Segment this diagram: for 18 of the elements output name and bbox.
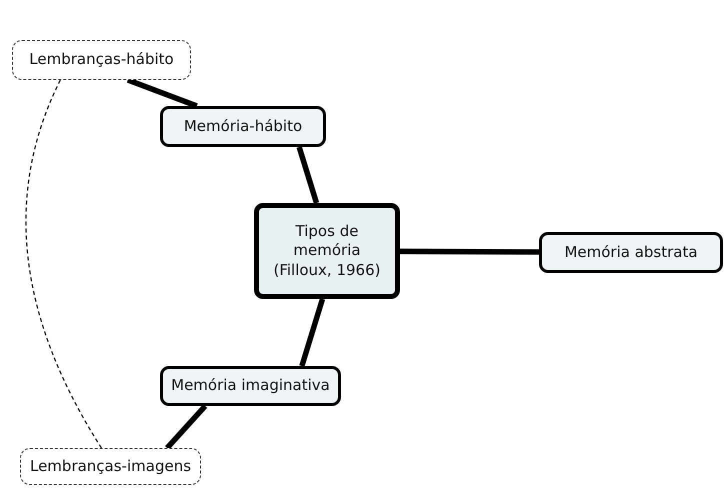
topic-box	[539, 232, 723, 273]
dashed-connector	[25, 80, 102, 448]
connector-line	[165, 404, 208, 450]
node-text: Memória-hábito	[182, 116, 304, 136]
central-topic-box	[254, 203, 400, 299]
node-text: Tipos de memória (Filloux, 1966)	[272, 222, 382, 280]
dashed-topic-box	[20, 448, 201, 485]
connector-line	[299, 298, 326, 367]
connector-line	[296, 146, 320, 204]
connector-line	[400, 248, 539, 255]
node-text: Memória abstrata	[563, 242, 699, 262]
connector-line	[126, 77, 198, 109]
topic-box	[160, 366, 341, 406]
node-text: Lembranças-hábito	[28, 50, 175, 70]
dashed-topic-box	[12, 40, 191, 80]
node-text: Lembranças-imagens	[28, 456, 192, 476]
topic-box	[160, 106, 326, 147]
node-text: Memória imaginativa	[170, 376, 331, 396]
